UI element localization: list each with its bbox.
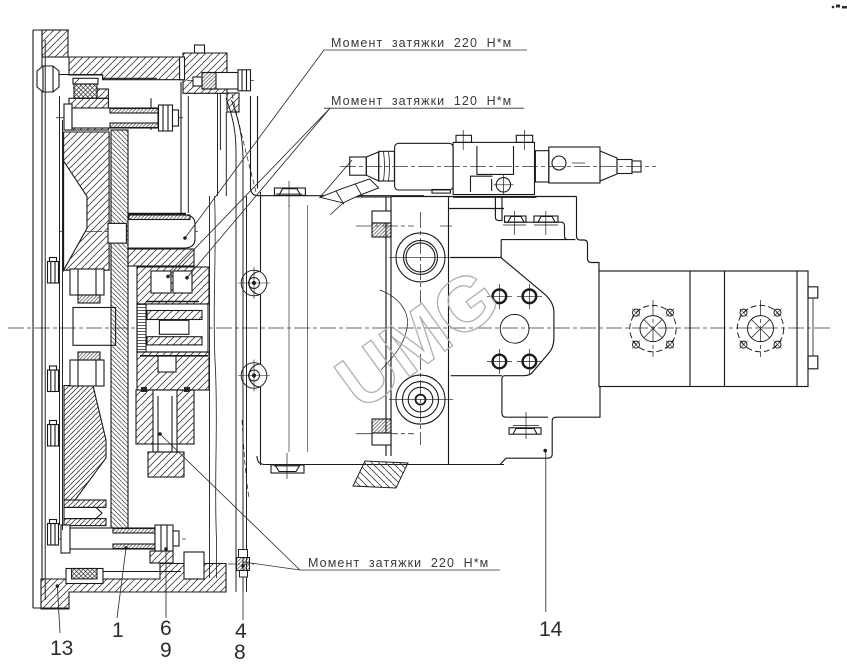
svg-text:6: 6 xyxy=(160,617,172,640)
svg-text:8: 8 xyxy=(234,641,246,664)
svg-text:14: 14 xyxy=(539,618,563,641)
svg-text:4: 4 xyxy=(235,620,247,643)
svg-text:13: 13 xyxy=(50,637,73,660)
svg-text:9: 9 xyxy=(160,639,172,662)
svg-text:Момент затяжки 120 Н*м: Момент затяжки 120 Н*м xyxy=(331,94,512,108)
svg-text:Момент затяжки 220 Н*м: Момент затяжки 220 Н*м xyxy=(308,556,489,570)
svg-text:Момент затяжки 220 Н*м: Момент затяжки 220 Н*м xyxy=(331,36,512,50)
svg-text:1: 1 xyxy=(112,619,124,642)
